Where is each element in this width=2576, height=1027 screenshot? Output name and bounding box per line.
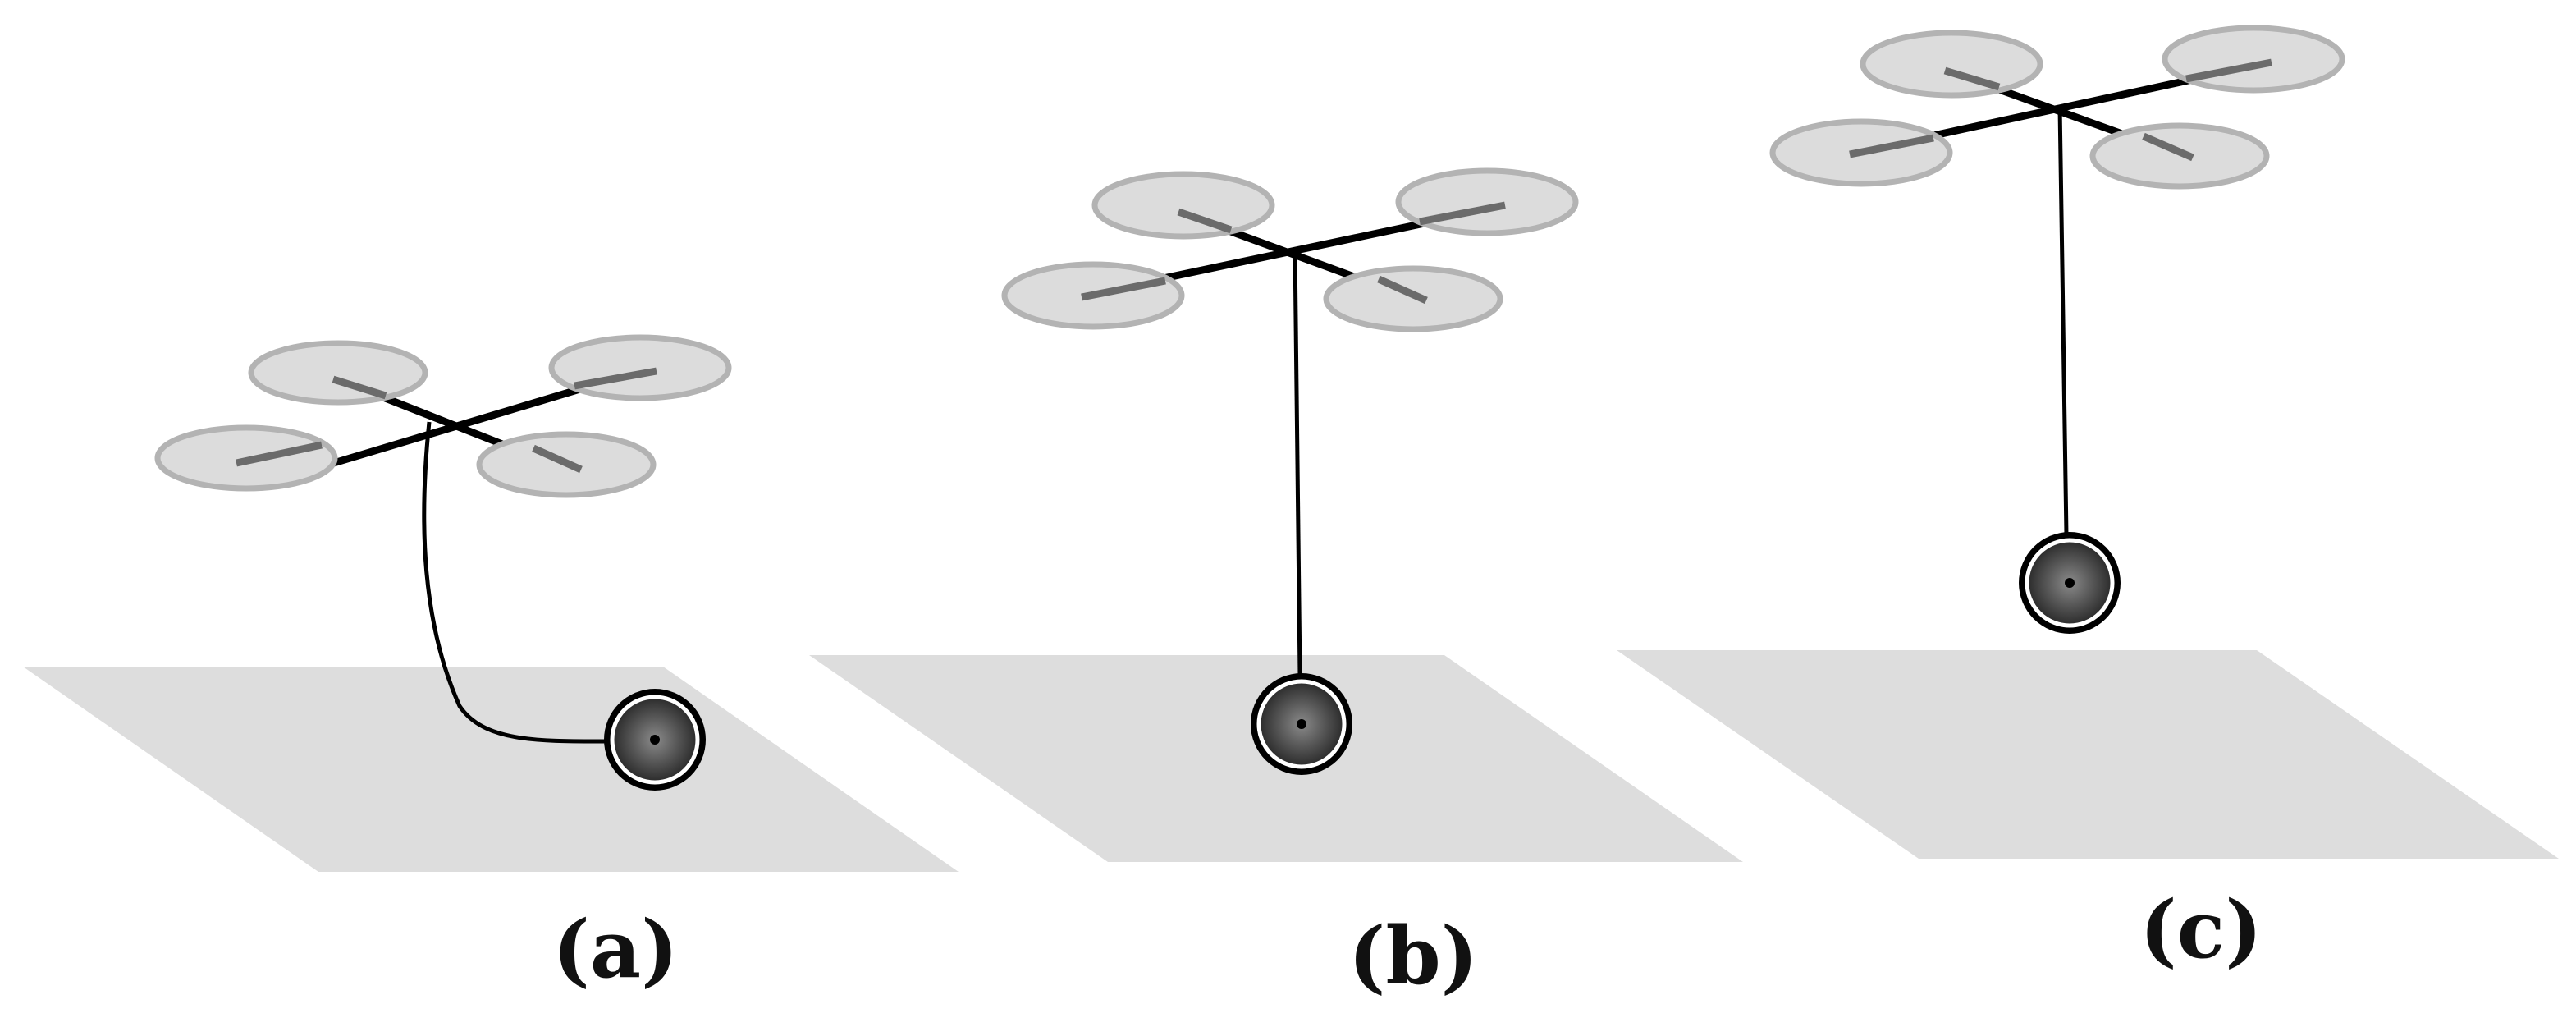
rotor-a-back-right <box>548 334 732 401</box>
quadrotor-a <box>154 334 732 498</box>
rotor-c-front-left <box>1769 118 1953 187</box>
rotor-b-front-left <box>1001 261 1185 330</box>
rotor-c-back-right <box>2162 25 2345 94</box>
rotor-b-back-right <box>1395 167 1579 236</box>
ground-plane-a <box>23 667 959 872</box>
quadrotor-c <box>1769 25 2345 190</box>
cable-b <box>1293 249 1302 676</box>
cable-a <box>422 421 611 744</box>
panel-label-a: (a) <box>552 903 678 996</box>
rotor-c-back-left <box>1860 30 2043 99</box>
panel-b: (b) <box>809 167 1743 1002</box>
panel-a: (a) <box>23 334 959 996</box>
rotor-a-front-right <box>476 431 657 498</box>
cable-c <box>2057 106 2069 536</box>
payload-ball-a <box>604 689 706 791</box>
payload-ball-b <box>1251 673 1352 775</box>
rotor-b-back-left <box>1091 171 1275 240</box>
rotor-b-front-right <box>1323 265 1503 332</box>
quadrotor-b <box>1001 167 1579 332</box>
rotor-c-front-right <box>2089 122 2270 190</box>
ground-plane-c <box>1617 650 2559 859</box>
rotor-a-front-left <box>154 424 338 492</box>
rotor-a-back-left <box>248 340 428 406</box>
panel-label-c: (c) <box>2139 883 2262 976</box>
panel-label-b: (b) <box>1348 910 1478 1002</box>
payload-ball-c <box>2019 532 2121 634</box>
panel-c: (c) <box>1617 25 2559 976</box>
